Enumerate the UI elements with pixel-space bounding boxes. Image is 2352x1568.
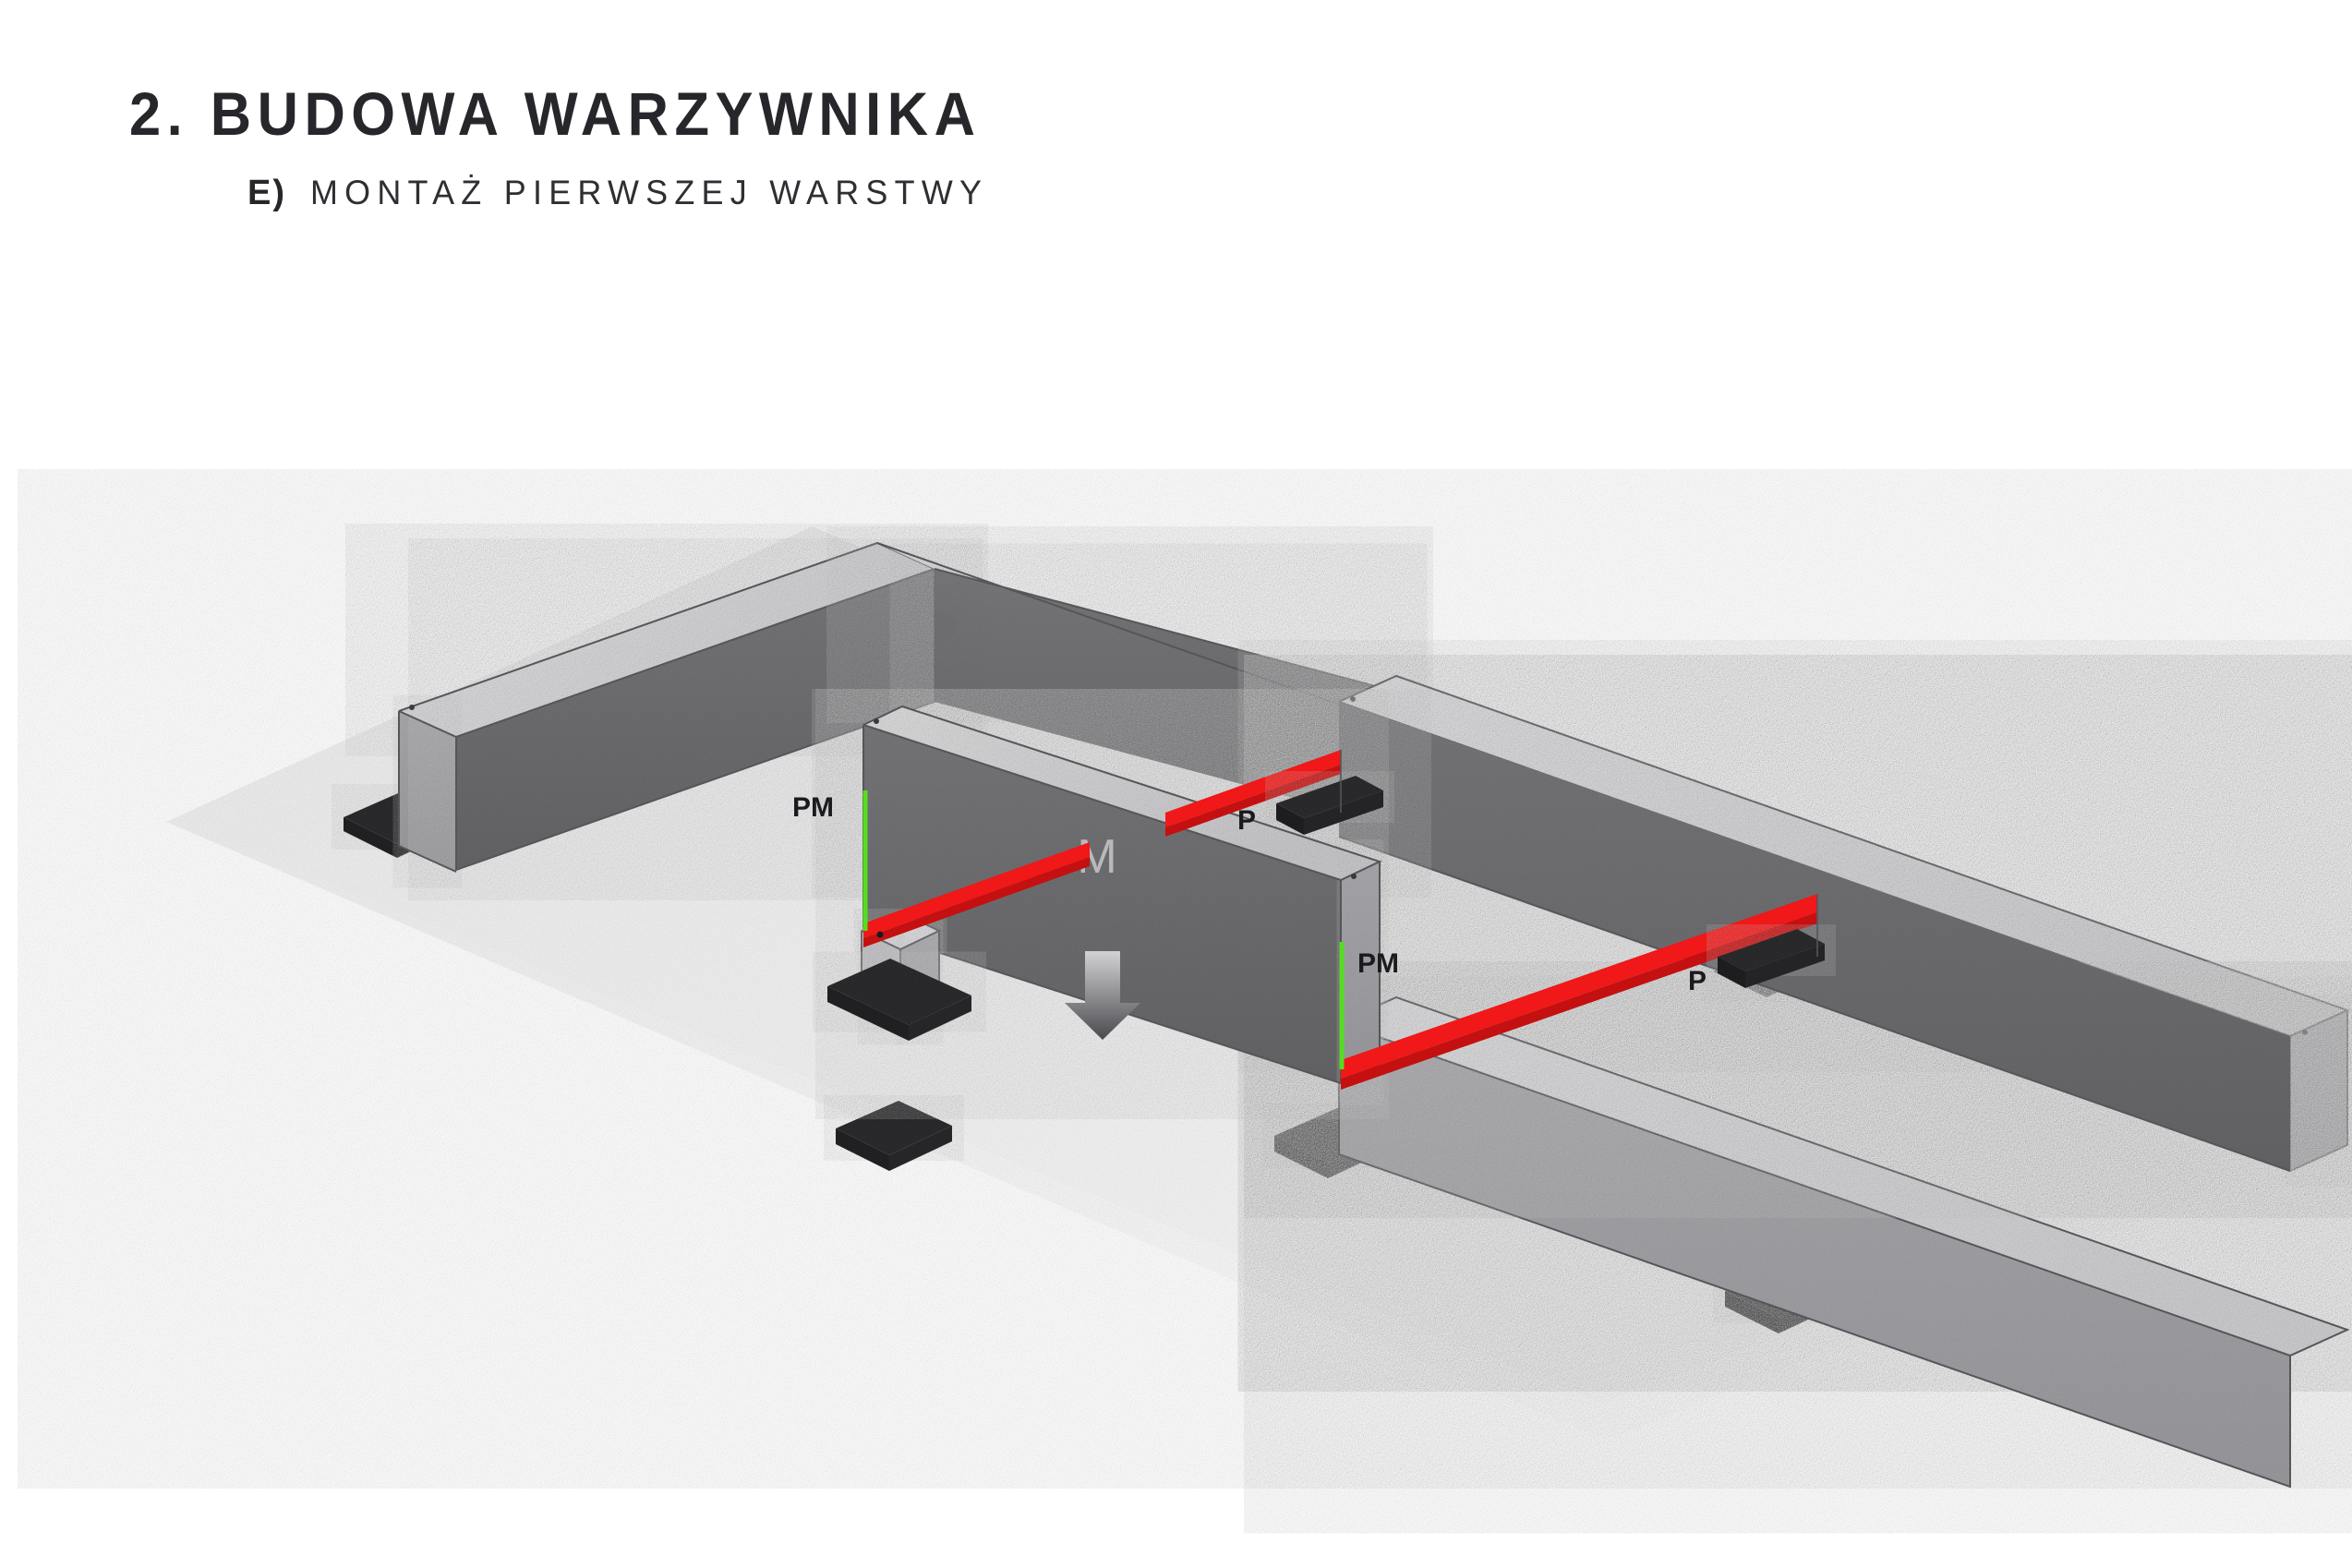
red-bar xyxy=(863,842,1090,938)
red-alignment-bars xyxy=(863,750,1817,1090)
wall-top xyxy=(399,543,935,737)
annotations: PM P PM P xyxy=(792,792,1707,996)
page-title: 2. BUDOWA WARZYWNIKA xyxy=(129,79,982,148)
red-bar xyxy=(1165,750,1341,827)
spacer-blocks xyxy=(1276,776,1825,988)
wall-face xyxy=(1339,1023,2290,1487)
step-letter: E) xyxy=(247,174,286,212)
wall-front-left-short xyxy=(1338,995,2350,1489)
page-title-row: 2. BUDOWA WARZYWNIKA xyxy=(129,83,2352,144)
green-measure-lines xyxy=(862,790,1345,1069)
wall-face xyxy=(935,569,1382,822)
label-p-upper: P xyxy=(1237,805,1256,836)
red-bar xyxy=(1341,894,1817,1079)
step-subtitle-row: E) MONTAŻ PIERWSZEJ WARSTWY xyxy=(247,175,2352,211)
wall-top xyxy=(1339,997,2347,1356)
guide-lines xyxy=(1340,750,1818,957)
down-arrow-icon xyxy=(1065,951,1140,1040)
header-block: 2. BUDOWA WARZYWNIKA E) MONTAŻ PIERWSZEJ… xyxy=(0,0,2352,211)
wall-face xyxy=(2290,1010,2347,1171)
spacer-block xyxy=(1718,929,1825,971)
wall-back-left xyxy=(344,541,957,873)
wall-top xyxy=(863,706,1380,880)
wall-top xyxy=(1339,676,2347,1036)
wall-face-side xyxy=(1341,862,1380,1083)
wall-face xyxy=(863,725,1341,1083)
step-title: MONTAŻ PIERWSZEJ WARSTWY xyxy=(310,174,989,211)
wall-face xyxy=(456,569,935,870)
wall-left-short xyxy=(827,911,971,1041)
foundation-pad xyxy=(827,959,971,1025)
spacer-block xyxy=(1276,776,1383,818)
wall-right-inner-shade xyxy=(1338,702,2291,1172)
label-pm-left: PM xyxy=(792,792,834,823)
foundation-pad xyxy=(836,1101,952,1155)
label-p-lower: P xyxy=(1688,966,1707,996)
label-pm-right: PM xyxy=(1357,948,1399,979)
wall-face xyxy=(399,711,456,872)
